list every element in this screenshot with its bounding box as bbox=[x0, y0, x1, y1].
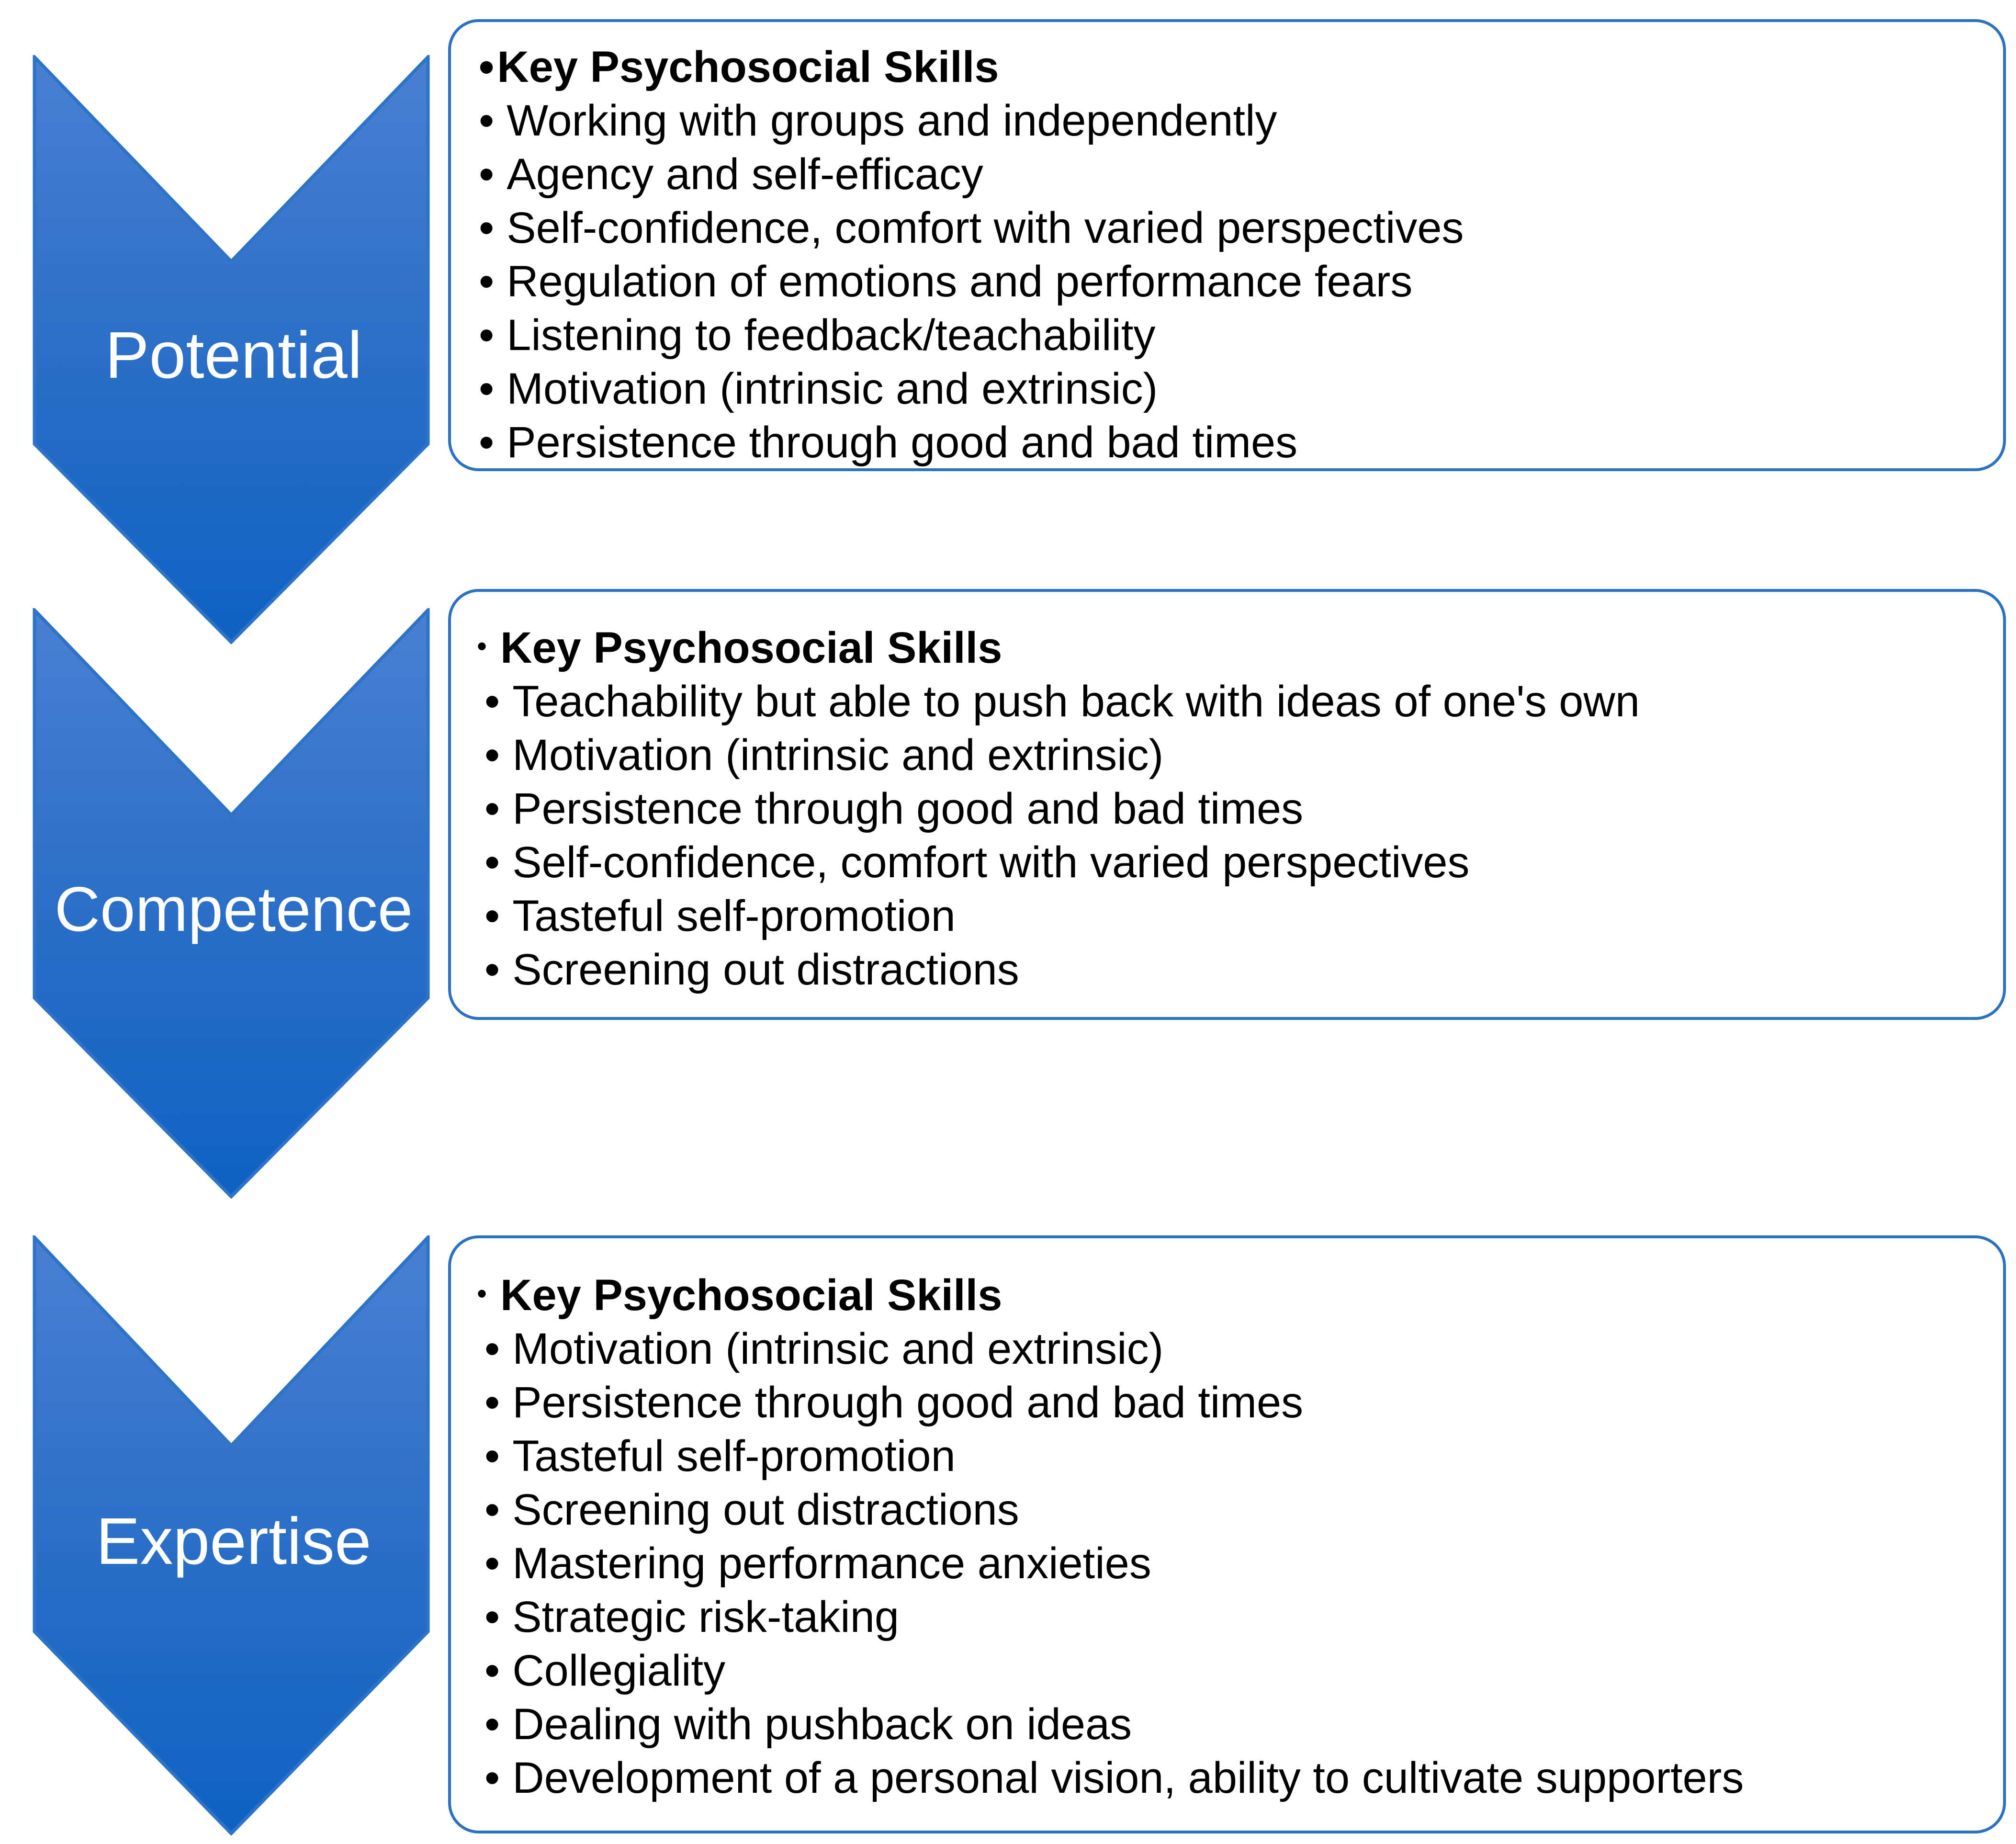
list-item-text: Self-confidence, comfort with varied per… bbox=[512, 838, 1470, 887]
list-item-text: Self-confidence, comfort with varied per… bbox=[507, 204, 1464, 252]
list-item: •Regulation of emotions and performance … bbox=[479, 255, 1974, 308]
bullet-marker: • bbox=[479, 364, 495, 413]
header-bullet-marker: • bbox=[477, 630, 487, 662]
chevron-down-arrow-shape bbox=[33, 608, 430, 1199]
list-item: •Tasteful self-promotion bbox=[474, 889, 1974, 943]
list-item-text: Motivation (intrinsic and extrinsic) bbox=[512, 731, 1164, 780]
bullet-marker: • bbox=[484, 1485, 500, 1534]
list-item: •Agency and self-efficacy bbox=[479, 147, 1974, 201]
list-item-text: Collegiality bbox=[512, 1646, 726, 1695]
list-item: •Collegiality bbox=[474, 1644, 1974, 1697]
list-item: •Screening out distractions bbox=[474, 943, 1974, 996]
list-item-text: Motivation (intrinsic and extrinsic) bbox=[507, 364, 1158, 413]
list-item-text: Persistence through good and bad times bbox=[507, 418, 1298, 467]
list-item: •Persistence through good and bad times bbox=[474, 782, 1974, 836]
box-header: • Key Psychosocial Skills bbox=[474, 1267, 1974, 1322]
bullet-marker: • bbox=[484, 838, 500, 887]
bullet-marker: • bbox=[479, 311, 495, 360]
skills-list-potential: •Working with groups and independently•A… bbox=[479, 94, 1974, 469]
bullet-marker: • bbox=[484, 1593, 500, 1641]
list-item: •Working with groups and independently bbox=[479, 94, 1974, 147]
list-item: •Listening to feedback/teachability bbox=[479, 308, 1974, 362]
bullet-marker: • bbox=[479, 96, 495, 145]
bullet-marker: • bbox=[484, 1378, 500, 1427]
chevron-potential: Potential bbox=[33, 55, 430, 644]
skills-list-expertise: •Motivation (intrinsic and extrinsic)•Pe… bbox=[474, 1322, 1974, 1805]
list-item-text: Strategic risk-taking bbox=[512, 1593, 900, 1641]
list-item-text: Mastering performance anxieties bbox=[512, 1539, 1151, 1588]
list-item-text: Listening to feedback/teachability bbox=[507, 311, 1156, 360]
skills-box-potential: •Key Psychosocial Skills •Working with g… bbox=[448, 19, 2006, 471]
bullet-marker: • bbox=[479, 150, 495, 199]
list-item-text: Regulation of emotions and performance f… bbox=[507, 257, 1413, 306]
list-item: •Screening out distractions bbox=[474, 1483, 1974, 1537]
list-item: •Persistence through good and bad times bbox=[474, 1376, 1974, 1429]
bullet-marker: • bbox=[484, 1753, 500, 1802]
chevron-expertise: Expertise bbox=[33, 1235, 430, 1835]
chevron-competence: Competence bbox=[33, 608, 430, 1199]
list-item-text: Working with groups and independently bbox=[507, 96, 1277, 145]
list-item-text: Motivation (intrinsic and extrinsic) bbox=[512, 1324, 1164, 1373]
list-item: •Strategic risk-taking bbox=[474, 1590, 1974, 1644]
list-item: •Teachability but able to push back with… bbox=[474, 675, 1974, 728]
list-item: •Tasteful self-promotion bbox=[474, 1429, 1974, 1483]
list-item-text: Screening out distractions bbox=[512, 1485, 1019, 1534]
box-header-title: Key Psychosocial Skills bbox=[497, 43, 999, 91]
bullet-marker: • bbox=[484, 1539, 500, 1588]
header-bullet-marker: • bbox=[477, 1278, 487, 1310]
list-item-text: Persistence through good and bad times bbox=[512, 784, 1304, 833]
list-item-text: Development of a personal vision, abilit… bbox=[512, 1753, 1744, 1802]
list-item-text: Persistence through good and bad times bbox=[512, 1378, 1304, 1427]
bullet-marker: • bbox=[484, 1646, 500, 1695]
list-item-text: Tasteful self-promotion bbox=[512, 1432, 956, 1481]
chevron-label-competence: Competence bbox=[54, 873, 413, 944]
list-item: •Motivation (intrinsic and extrinsic) bbox=[474, 728, 1974, 782]
list-item: •Self-confidence, comfort with varied pe… bbox=[474, 836, 1974, 889]
bullet-marker: • bbox=[484, 892, 500, 940]
list-item: •Dealing with pushback on ideas bbox=[474, 1697, 1974, 1751]
bullet-marker: • bbox=[484, 1432, 500, 1481]
chevron-down-arrow-shape bbox=[33, 55, 430, 644]
list-item: •Motivation (intrinsic and extrinsic) bbox=[474, 1322, 1974, 1376]
bullet-marker: • bbox=[484, 677, 500, 726]
box-header-title: Key Psychosocial Skills bbox=[500, 1271, 1002, 1320]
skills-box-competence: •Key Psychosocial Skills •Teachability b… bbox=[448, 589, 2006, 1020]
skills-list-competence: •Teachability but able to push back with… bbox=[474, 675, 1974, 996]
list-item: •Mastering performance anxieties bbox=[474, 1537, 1974, 1590]
box-header: • Key Psychosocial Skills bbox=[474, 620, 1974, 675]
list-item: •Motivation (intrinsic and extrinsic) bbox=[479, 362, 1974, 416]
bullet-marker: • bbox=[484, 1700, 500, 1749]
list-item-text: Tasteful self-promotion bbox=[512, 892, 956, 940]
list-item-text: Agency and self-efficacy bbox=[507, 150, 983, 199]
chevron-label-expertise: Expertise bbox=[96, 1505, 372, 1579]
box-header-title: Key Psychosocial Skills bbox=[500, 623, 1002, 672]
bullet-marker: • bbox=[484, 784, 500, 833]
chevron-label-potential: Potential bbox=[105, 318, 362, 393]
list-item-text: Teachability but able to push back with … bbox=[512, 677, 1640, 726]
list-item-text: Dealing with pushback on ideas bbox=[512, 1700, 1132, 1749]
bullet-marker: • bbox=[479, 204, 495, 252]
bullet-marker: • bbox=[484, 945, 500, 994]
chevron-down-arrow-shape bbox=[33, 1235, 430, 1835]
bullet-marker: • bbox=[484, 1324, 500, 1373]
list-item: •Development of a personal vision, abili… bbox=[474, 1751, 1974, 1805]
list-item: •Self-confidence, comfort with varied pe… bbox=[479, 201, 1974, 255]
box-header: •Key Psychosocial Skills bbox=[479, 40, 1974, 94]
header-bullet-marker: • bbox=[479, 43, 495, 91]
list-item-text: Screening out distractions bbox=[512, 945, 1019, 994]
list-item: •Persistence through good and bad times bbox=[479, 416, 1974, 469]
bullet-marker: • bbox=[479, 418, 495, 467]
skills-box-expertise: •Key Psychosocial Skills •Motivation (in… bbox=[448, 1235, 2006, 1833]
bullet-marker: • bbox=[479, 257, 495, 306]
bullet-marker: • bbox=[484, 731, 500, 780]
